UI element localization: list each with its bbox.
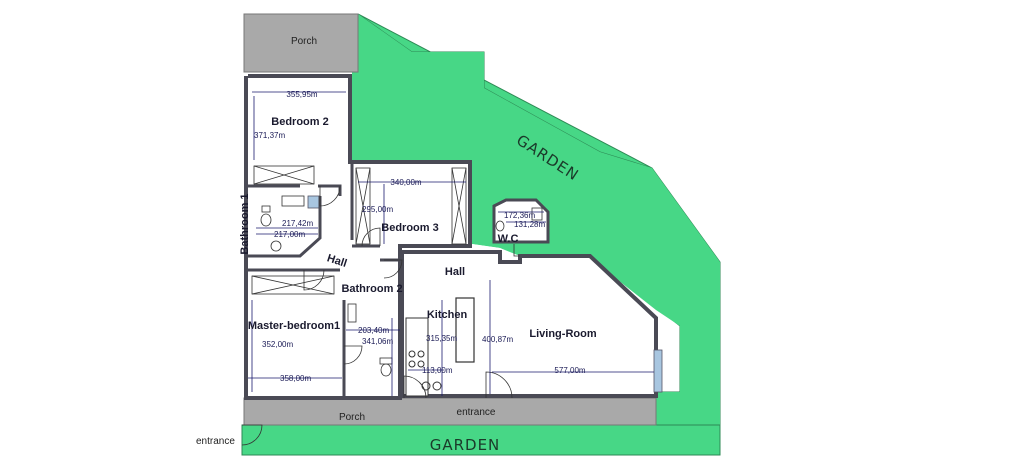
room-label-wc: W.C xyxy=(498,233,519,245)
porch-top-area xyxy=(243,13,359,73)
room-label-hall-left: Hall xyxy=(325,252,348,270)
dim-bedroom3-width: 340,00m xyxy=(390,178,421,187)
window-living xyxy=(653,349,663,393)
stove-icon xyxy=(408,350,442,391)
kitchen-island xyxy=(455,297,475,363)
dim-bathroom2-height: 341,06m xyxy=(362,337,393,346)
dim-living-width: 577,00m xyxy=(554,366,585,375)
outer-walls xyxy=(244,74,472,400)
bathroom-fixtures xyxy=(260,195,543,377)
entrance-left-label: entrance xyxy=(196,436,235,447)
room-label-kitchen: Kitchen xyxy=(427,309,468,321)
room-label-bedroom3: Bedroom 3 xyxy=(381,222,438,234)
dim-bathroom1-a: 217,42m xyxy=(282,219,313,228)
window-bath1 xyxy=(307,195,321,209)
room-label-master-bedroom: Master-bedroom1 xyxy=(248,320,340,332)
dim-bedroom3-height: 295,00m xyxy=(362,205,393,214)
porch-bottom-area xyxy=(243,397,657,426)
room-label-hall-right: Hall xyxy=(445,266,465,278)
porch-top-label: Porch xyxy=(291,36,317,47)
dim-master-width: 358,00m xyxy=(280,374,311,383)
dim-kitchen-width: 113,00m xyxy=(422,366,453,375)
room-label-bathroom2: Bathroom 2 xyxy=(341,283,402,295)
dim-kitchen-height: 315,35m xyxy=(426,334,457,343)
dim-wc-a: 172,36m xyxy=(504,211,535,220)
dim-bathroom1-b: 217,00m xyxy=(274,230,305,239)
kitchen-counter xyxy=(405,317,429,397)
dim-bedroom2-height: 371,37m xyxy=(254,131,285,140)
dim-bedroom2-width: 355,95m xyxy=(286,90,317,99)
wardrobes xyxy=(251,165,467,295)
dimension-lines xyxy=(248,91,654,396)
dim-master-height: 352,00m xyxy=(262,340,293,349)
dim-wc-b: 131,28m xyxy=(514,220,545,229)
living-walls xyxy=(400,250,658,398)
garden-front-area xyxy=(241,424,721,456)
dim-bathroom2-width: 203,40m xyxy=(358,326,389,335)
garden-front-label: GARDEN xyxy=(430,436,501,454)
room-label-living-room: Living-Room xyxy=(529,328,596,340)
entrance-center-label: entrance xyxy=(457,407,496,418)
doors xyxy=(241,185,520,446)
porch-bottom-label: Porch xyxy=(339,412,365,423)
dim-living-height: 400,87m xyxy=(482,335,513,344)
room-label-bathroom1: Bathroom 1 xyxy=(239,193,251,254)
room-label-bedroom2: Bedroom 2 xyxy=(271,116,328,128)
